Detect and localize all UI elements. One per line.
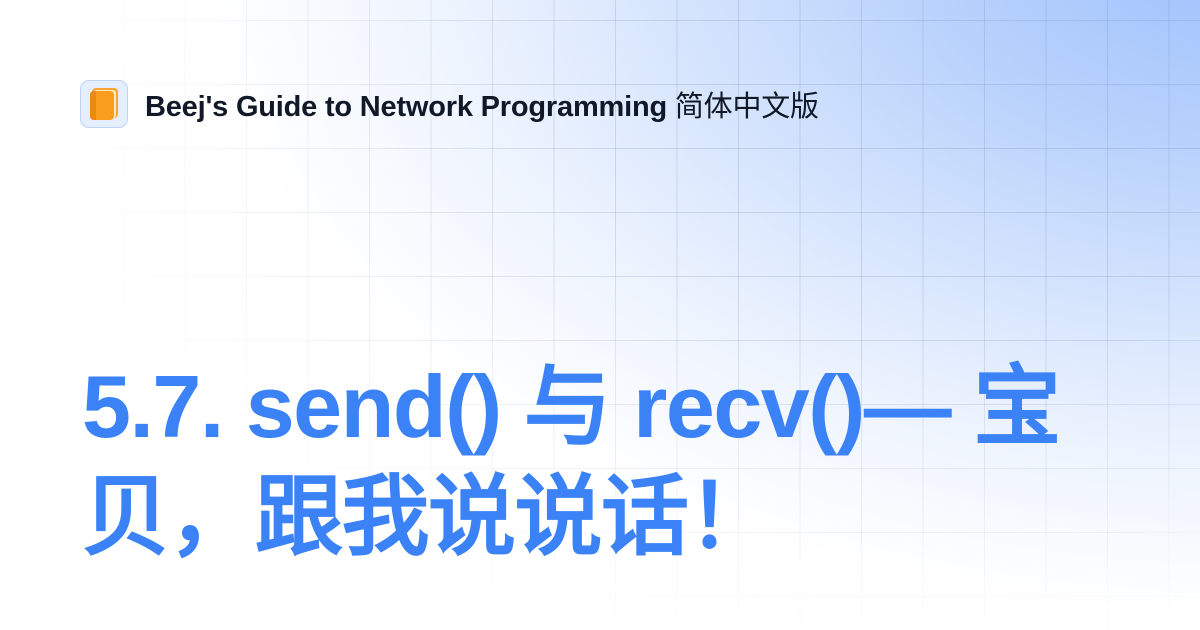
site-header: Beej's Guide to Network Programming 简体中文… bbox=[80, 80, 819, 128]
site-title-en: Beej's Guide to Network Programming bbox=[145, 91, 667, 123]
site-title-cn: 简体中文版 bbox=[674, 89, 819, 123]
site-title: Beej's Guide to Network Programming 简体中文… bbox=[145, 83, 819, 125]
page-title: 5.7. send() 与 recv()— 宝贝，跟我说说话！ bbox=[82, 357, 1061, 566]
orange-book-icon bbox=[90, 88, 118, 120]
logo-badge bbox=[80, 80, 128, 128]
